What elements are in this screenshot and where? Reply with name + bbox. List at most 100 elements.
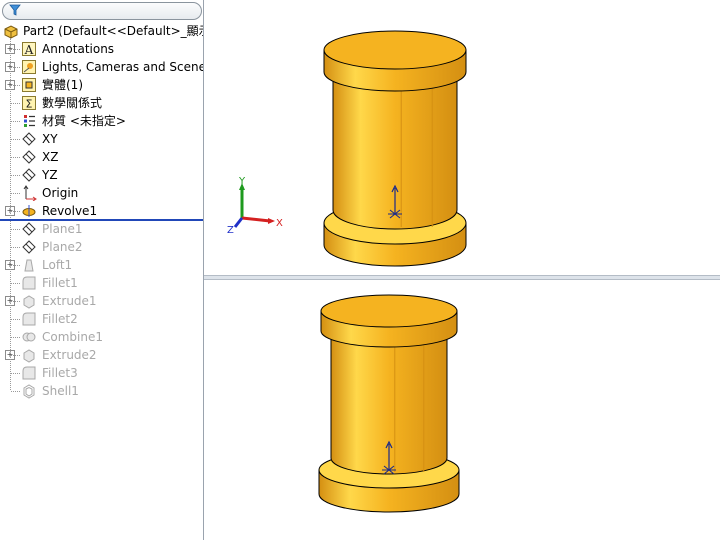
tree-item-label: Shell1	[42, 384, 79, 398]
tree-branch-line	[11, 85, 20, 86]
part-icon	[3, 23, 19, 39]
tree-item-loft1[interactable]: +Loft1	[0, 256, 203, 274]
tree-branch-line	[11, 193, 20, 194]
tree-item-label: Plane1	[42, 222, 83, 236]
tree-item-label: YZ	[42, 168, 58, 182]
upper-top-cap-face	[323, 30, 467, 70]
shell-icon	[21, 383, 37, 399]
fillet-icon	[21, 275, 37, 291]
tree-item-label: Fillet1	[42, 276, 78, 290]
tree-branch-line	[11, 301, 20, 302]
tree-item-shell1[interactable]: Shell1	[0, 382, 203, 400]
tree-filter-bar[interactable]	[2, 2, 202, 20]
tree-branch-line	[11, 67, 20, 68]
tree-item-label: 實體(1)	[42, 78, 83, 92]
tree-item-xy[interactable]: XY	[0, 130, 203, 148]
upper-ref-axis-arrow	[391, 184, 399, 193]
tree-item-label: Revolve1	[42, 204, 98, 218]
fillet-icon	[21, 365, 37, 381]
plane-icon	[21, 149, 37, 165]
tree-branch-line	[11, 139, 20, 140]
tree-branch-line	[11, 265, 20, 266]
tree-item-label: Extrude1	[42, 294, 97, 308]
tree-item-label: XY	[42, 132, 58, 146]
annotations-icon: A	[21, 41, 37, 57]
lower-ref-axis-arrow	[385, 440, 393, 449]
tree-branch-line	[11, 49, 20, 50]
model-viewport-svg[interactable]: YXZ	[204, 0, 720, 540]
rollback-bar[interactable]	[0, 219, 203, 221]
tree-item-label: Loft1	[42, 258, 73, 272]
tree-item-fillet3[interactable]: Fillet3	[0, 364, 203, 382]
viewport-split-bar[interactable]	[204, 275, 720, 280]
triad-z-label: Z	[227, 225, 234, 236]
combine-icon	[21, 329, 37, 345]
tree-item-lights-cameras-and-scene[interactable]: +Lights, Cameras and Scene	[0, 58, 203, 76]
tree-branch-line	[11, 337, 20, 338]
solid-bodies-icon	[21, 77, 37, 93]
triad-y-label: Y	[238, 176, 246, 187]
tree-item-revolve1[interactable]: +Revolve1	[0, 202, 203, 220]
plane-icon	[21, 131, 37, 147]
tree-branch-line	[11, 247, 20, 248]
tree-item-label: 數學關係式	[42, 96, 103, 110]
triad-y-arrow	[239, 183, 245, 190]
tree-item-label: Fillet3	[42, 366, 78, 380]
equations-icon: Σ	[21, 95, 37, 111]
tree-item-label: Fillet2	[42, 312, 78, 326]
tree-item-xz[interactable]: XZ	[0, 148, 203, 166]
tree-connector-line	[10, 38, 11, 390]
tree-item-label: XZ	[42, 150, 59, 164]
upper-origin-marker	[388, 209, 402, 219]
tree-branch-line	[11, 157, 20, 158]
tree-item-label: Extrude2	[42, 348, 97, 362]
tree-item-label: Plane2	[42, 240, 83, 254]
tree-item-1[interactable]: +實體(1)	[0, 76, 203, 94]
tree-branch-line	[11, 319, 20, 320]
tree-branch-line	[11, 391, 20, 392]
origin-icon	[21, 185, 37, 202]
tree-item-label: Combine1	[42, 330, 103, 344]
loft-icon	[21, 257, 37, 273]
tree-item-label: Part2 (Default<<Default>_顯示狀態 1>)	[23, 24, 203, 38]
tree-branch-line	[11, 355, 20, 356]
extrude-icon	[21, 347, 37, 363]
tree-item-item-4[interactable]: 材質 <未指定>	[0, 112, 203, 130]
triad-x-arrow	[268, 218, 275, 224]
tree-item-origin[interactable]: Origin	[0, 184, 203, 202]
tree-item-label: Annotations	[42, 42, 115, 56]
tree-item-plane2[interactable]: Plane2	[0, 238, 203, 256]
tree-item-yz[interactable]: YZ	[0, 166, 203, 184]
revolve-icon	[21, 203, 37, 219]
tree-item-fillet2[interactable]: Fillet2	[0, 310, 203, 328]
tree-item-extrude2[interactable]: +Extrude2	[0, 346, 203, 364]
tree-branch-line	[11, 211, 20, 212]
triad-x-axis	[241, 216, 271, 223]
tree-item-item-3[interactable]: Σ 數學關係式	[0, 94, 203, 112]
lower-origin-marker	[382, 465, 396, 475]
tree-branch-line	[11, 373, 20, 374]
lights-icon	[21, 59, 37, 75]
lower-top-cap-face	[320, 294, 458, 328]
svg-text:A: A	[24, 43, 34, 57]
plane-icon	[21, 239, 37, 255]
tree-root-part[interactable]: Part2 (Default<<Default>_顯示狀態 1>)	[0, 22, 203, 40]
tree-item-label: 材質 <未指定>	[42, 114, 126, 128]
tree-item-fillet1[interactable]: Fillet1	[0, 274, 203, 292]
filter-icon[interactable]	[9, 4, 21, 16]
tree-branch-line	[11, 283, 20, 284]
tree-item-label: Lights, Cameras and Scene	[42, 60, 204, 74]
feature-manager-tree[interactable]: Part2 (Default<<Default>_顯示狀態 1>)+AAnnot…	[0, 0, 204, 540]
upper-cylinder-body	[332, 67, 458, 230]
tree-branch-line	[11, 121, 20, 122]
fillet-icon	[21, 311, 37, 327]
plane-icon	[21, 167, 37, 183]
tree-item-combine1[interactable]: Combine1	[0, 328, 203, 346]
tree-item-extrude1[interactable]: +Extrude1	[0, 292, 203, 310]
plane-icon	[21, 221, 37, 237]
lower-cylinder-body	[330, 329, 448, 475]
tree-item-plane1[interactable]: Plane1	[0, 220, 203, 238]
tree-branch-line	[11, 103, 20, 104]
